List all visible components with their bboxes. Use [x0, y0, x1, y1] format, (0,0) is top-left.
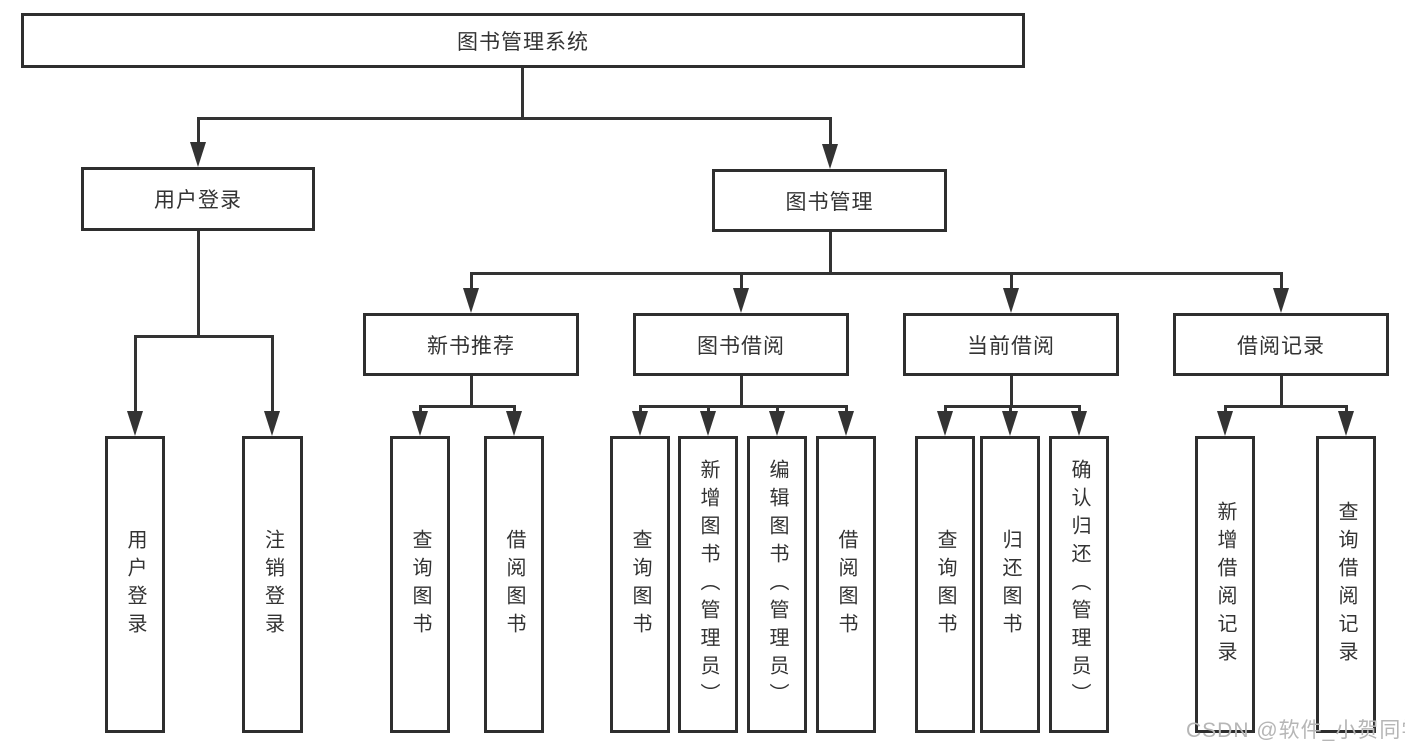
connector-line [776, 405, 779, 414]
connector-line [1010, 374, 1013, 407]
connector-line [829, 117, 832, 147]
arrowhead-down [769, 411, 785, 436]
connector-line [639, 405, 848, 408]
connector-line [1010, 272, 1013, 291]
connector-line [944, 405, 947, 414]
connector-line [134, 335, 137, 414]
connector-line [944, 405, 1081, 408]
connector-line [1345, 405, 1348, 414]
connector-line [470, 272, 1283, 275]
leaf-logout: 注销登录 [242, 436, 303, 733]
leaf-query-books-recommend: 查询图书 [390, 436, 450, 733]
connector-line [197, 229, 200, 337]
arrowhead-down [1217, 411, 1233, 436]
connector-line [1224, 405, 1348, 408]
arrowhead-down [506, 411, 522, 436]
node-book-management: 图书管理 [712, 169, 947, 232]
connector-line [197, 117, 200, 145]
leaf-add-book-admin: 新增图书（管理员） [678, 436, 738, 733]
connector-line [707, 405, 710, 414]
connector-line [829, 230, 832, 274]
node-current-borrowing: 当前借阅 [903, 313, 1119, 376]
arrowhead-down [190, 142, 206, 167]
node-new-book-recommendation: 新书推荐 [363, 313, 579, 376]
connector-line [470, 374, 473, 407]
arrowhead-down [1338, 411, 1354, 436]
connector-line [1224, 405, 1227, 414]
connector-line [845, 405, 848, 414]
connector-line [134, 335, 274, 338]
leaf-borrow-books-recommend: 借阅图书 [484, 436, 544, 733]
leaf-user-login: 用户登录 [105, 436, 165, 733]
csdn-watermark: CSDN @软件_小贺同学 [1186, 719, 1405, 742]
arrowhead-down [127, 411, 143, 436]
connector-line [197, 117, 832, 120]
arrowhead-down [1071, 411, 1087, 436]
leaf-query-borrow-record: 查询借阅记录 [1316, 436, 1376, 733]
arrowhead-down [463, 288, 479, 313]
leaf-add-borrow-record: 新增借阅记录 [1195, 436, 1255, 733]
arrowhead-down [822, 144, 838, 169]
arrowhead-down [412, 411, 428, 436]
node-user-login: 用户登录 [81, 167, 315, 231]
connector-line [1009, 405, 1012, 414]
connector-line [470, 272, 473, 291]
arrowhead-down [1002, 411, 1018, 436]
node-library-management-system: 图书管理系统 [21, 13, 1025, 68]
connector-line [740, 374, 743, 407]
connector-line [1078, 405, 1081, 414]
leaf-query-books-borrowing: 查询图书 [610, 436, 670, 733]
connector-line [740, 272, 743, 291]
leaf-borrow-books-borrowing: 借阅图书 [816, 436, 876, 733]
arrowhead-down [937, 411, 953, 436]
connector-line [639, 405, 642, 414]
connector-line [419, 405, 422, 414]
connector-line [1280, 272, 1283, 291]
arrowhead-down [733, 288, 749, 313]
leaf-return-book: 归还图书 [980, 436, 1040, 733]
arrowhead-down [264, 411, 280, 436]
leaf-query-books-current: 查询图书 [915, 436, 975, 733]
leaf-confirm-return-admin: 确认归还（管理员） [1049, 436, 1109, 733]
arrowhead-down [1003, 288, 1019, 313]
arrowhead-down [632, 411, 648, 436]
arrowhead-down [838, 411, 854, 436]
node-book-borrowing: 图书借阅 [633, 313, 849, 376]
arrowhead-down [700, 411, 716, 436]
connector-line [271, 335, 274, 414]
arrowhead-down [1273, 288, 1289, 313]
connector-line [419, 405, 516, 408]
connector-line [1280, 374, 1283, 407]
node-borrowing-records: 借阅记录 [1173, 313, 1389, 376]
leaf-edit-book-admin: 编辑图书（管理员） [747, 436, 807, 733]
connector-line [521, 66, 524, 120]
connector-line [513, 405, 516, 414]
